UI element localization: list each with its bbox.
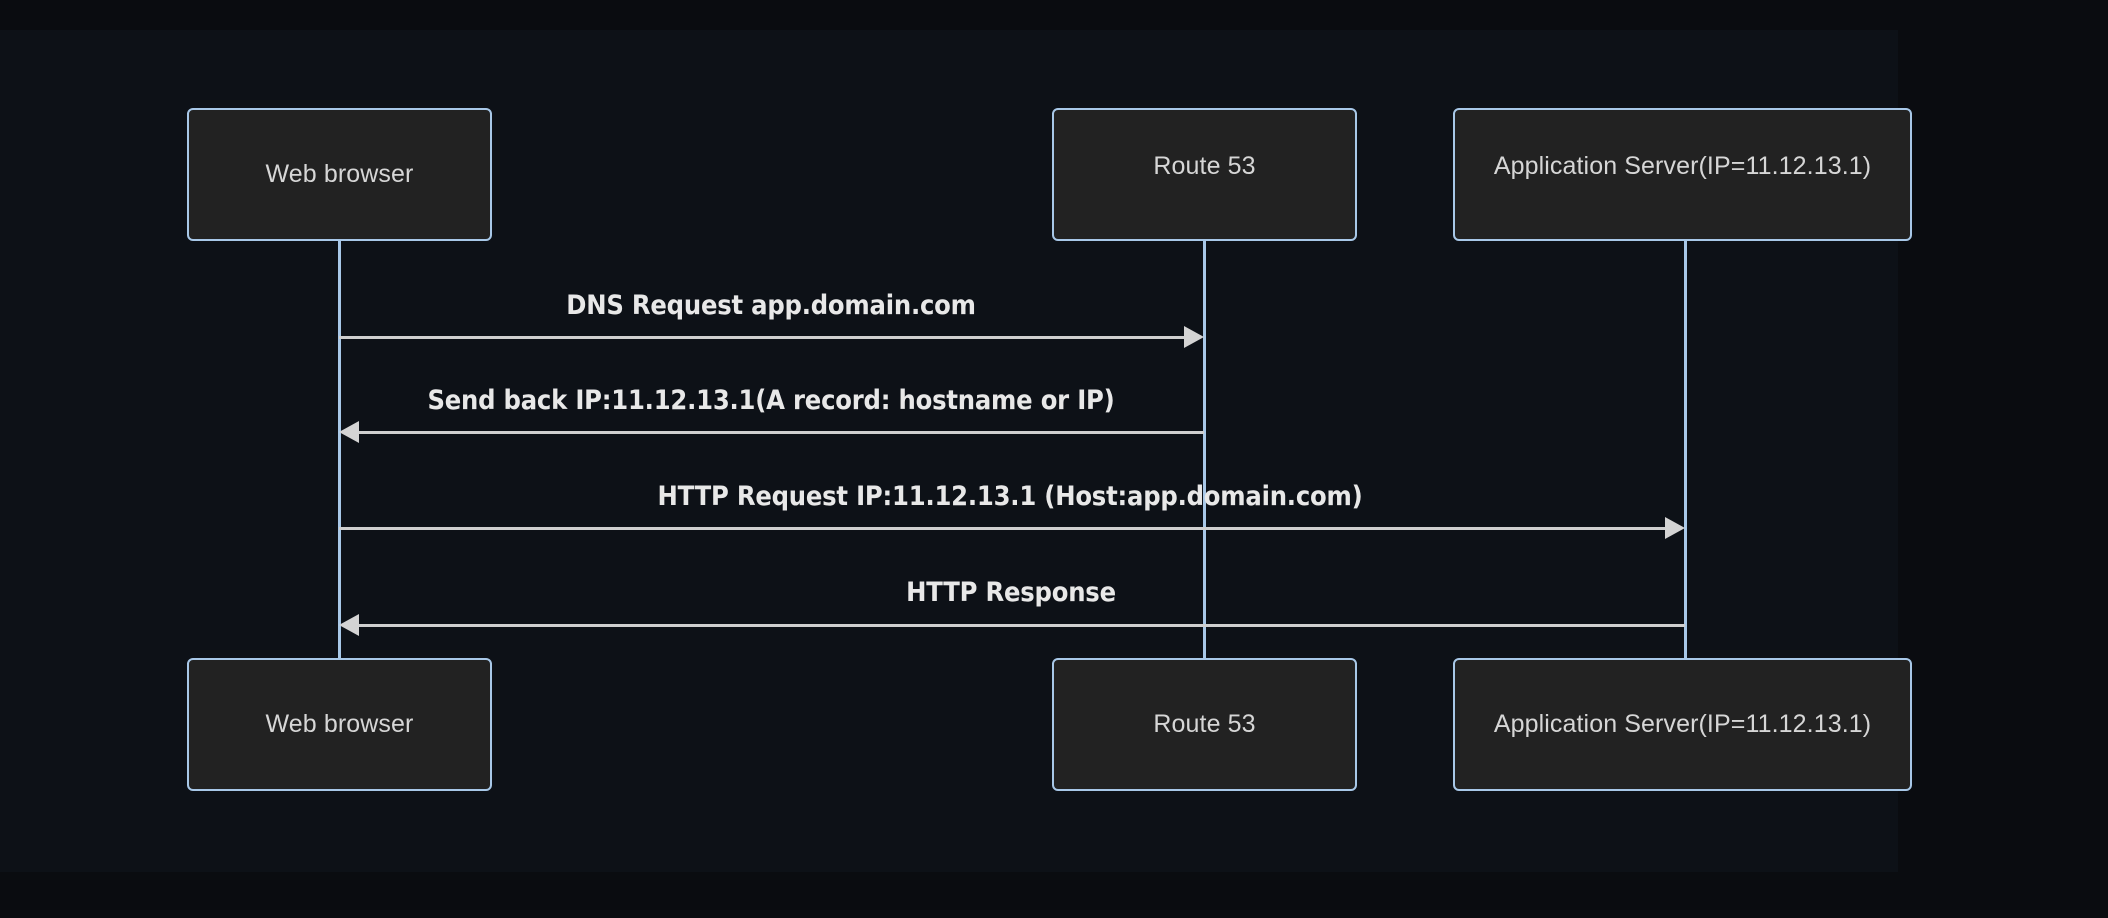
participant-label-application-server-top: Application Server(IP=11.12.13.1): [1493, 152, 1872, 180]
participant-box-web-browser-bottom[interactable]: Web browser: [187, 658, 492, 791]
participant-label-web-browser-top: Web browser: [265, 160, 414, 188]
message-arrowhead-http-response: [339, 614, 359, 636]
participant-box-application-server-top[interactable]: Application Server(IP=11.12.13.1): [1453, 108, 1912, 241]
message-label-dns-response: Send back IP:11.12.13.1(A record: hostna…: [427, 385, 1115, 416]
message-line-http-response: [359, 624, 1685, 627]
participant-label-application-server-bottom: Application Server(IP=11.12.13.1): [1493, 710, 1872, 738]
participant-box-application-server-bottom[interactable]: Application Server(IP=11.12.13.1): [1453, 658, 1912, 791]
message-arrowhead-http-request: [1665, 517, 1685, 539]
message-label-http-response: HTTP Response: [906, 577, 1116, 608]
participant-label-route-53-top: Route 53: [1153, 152, 1256, 180]
lifeline-application-server: [1684, 241, 1687, 658]
message-arrowhead-dns-response: [339, 421, 359, 443]
message-label-http-request: HTTP Request IP:11.12.13.1 (Host:app.dom…: [657, 481, 1363, 512]
message-label-dns-request: DNS Request app.domain.com: [566, 290, 976, 321]
lifeline-web-browser: [338, 241, 341, 658]
participant-box-route-53-bottom[interactable]: Route 53: [1052, 658, 1357, 791]
message-line-dns-request: [339, 336, 1184, 339]
participant-label-web-browser-bottom: Web browser: [265, 710, 414, 738]
participant-label-route-53-bottom: Route 53: [1153, 710, 1256, 738]
participant-box-web-browser-top[interactable]: Web browser: [187, 108, 492, 241]
lifeline-route-53: [1203, 241, 1206, 658]
message-arrowhead-dns-request: [1184, 326, 1204, 348]
message-line-dns-response: [359, 431, 1204, 434]
participant-box-route-53-top[interactable]: Route 53: [1052, 108, 1357, 241]
message-line-http-request: [339, 527, 1665, 530]
